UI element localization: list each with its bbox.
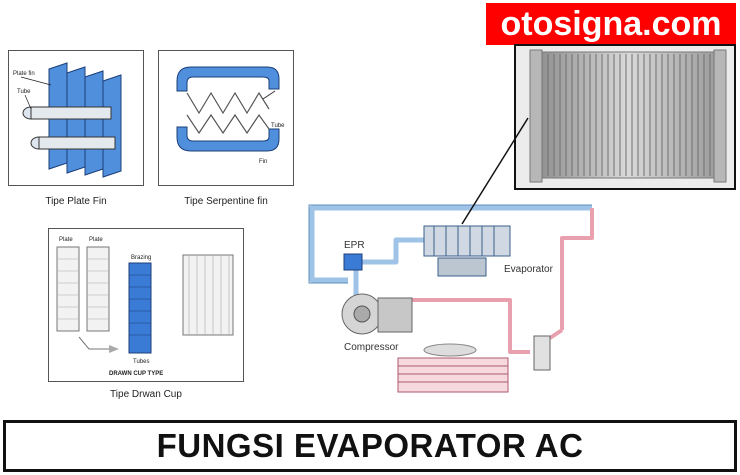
brand-banner: otosigna.com (486, 3, 736, 45)
label-tubes: Tubes (133, 359, 149, 365)
label-plate-right: Plate (89, 237, 103, 243)
evaporator-photo-svg (516, 46, 734, 188)
caption-drawn-cup: Tipe Drwan Cup (110, 389, 182, 400)
label-plate-left: Plate (59, 237, 73, 243)
plate-fin-illustration: Plate fin Tube (13, 62, 122, 178)
receiver-dryer (533, 335, 551, 371)
label-plate-fin: Plate fin (13, 71, 35, 77)
label-drawn-cup-type: DRAWN CUP TYPE (109, 371, 163, 377)
label-evaporator: Evaporator (504, 264, 554, 275)
condenser-unit (397, 343, 509, 393)
label-serpentine-fin: Fin (259, 159, 267, 165)
evaporator-photo (514, 44, 736, 190)
epr-valve (343, 253, 363, 271)
caption-plate-fin: Tipe Plate Fin (45, 196, 107, 207)
page-title: FUNGSI EVAPORATOR AC (156, 427, 584, 464)
drawn-cup-illustration: Plate Plate Brazing Tubes DRAWN CUP TYPE (56, 237, 234, 377)
plate-fin-panel: Plate fin Tube (8, 50, 144, 186)
evaporator-unit (423, 225, 511, 277)
caption-serpentine-fin: Tipe Serpentine fin (184, 196, 268, 207)
title-box: FUNGSI EVAPORATOR AC (3, 420, 737, 472)
serpentine-fin-illustration: Tube Fin (176, 66, 285, 165)
serpentine-fin-panel: Tube Fin (158, 50, 294, 186)
drawn-cup-panel: Plate Plate Brazing Tubes DRAWN CUP TYPE (48, 228, 244, 382)
label-compressor: Compressor (344, 342, 399, 353)
label-epr: EPR (344, 240, 365, 251)
label-serpentine-tube: Tube (271, 123, 285, 129)
label-tube: Tube (17, 89, 31, 95)
ac-system-diagram: EPR Evaporator Compressor (308, 204, 594, 393)
label-brazing: Brazing (131, 255, 151, 261)
compressor-unit (341, 293, 413, 335)
